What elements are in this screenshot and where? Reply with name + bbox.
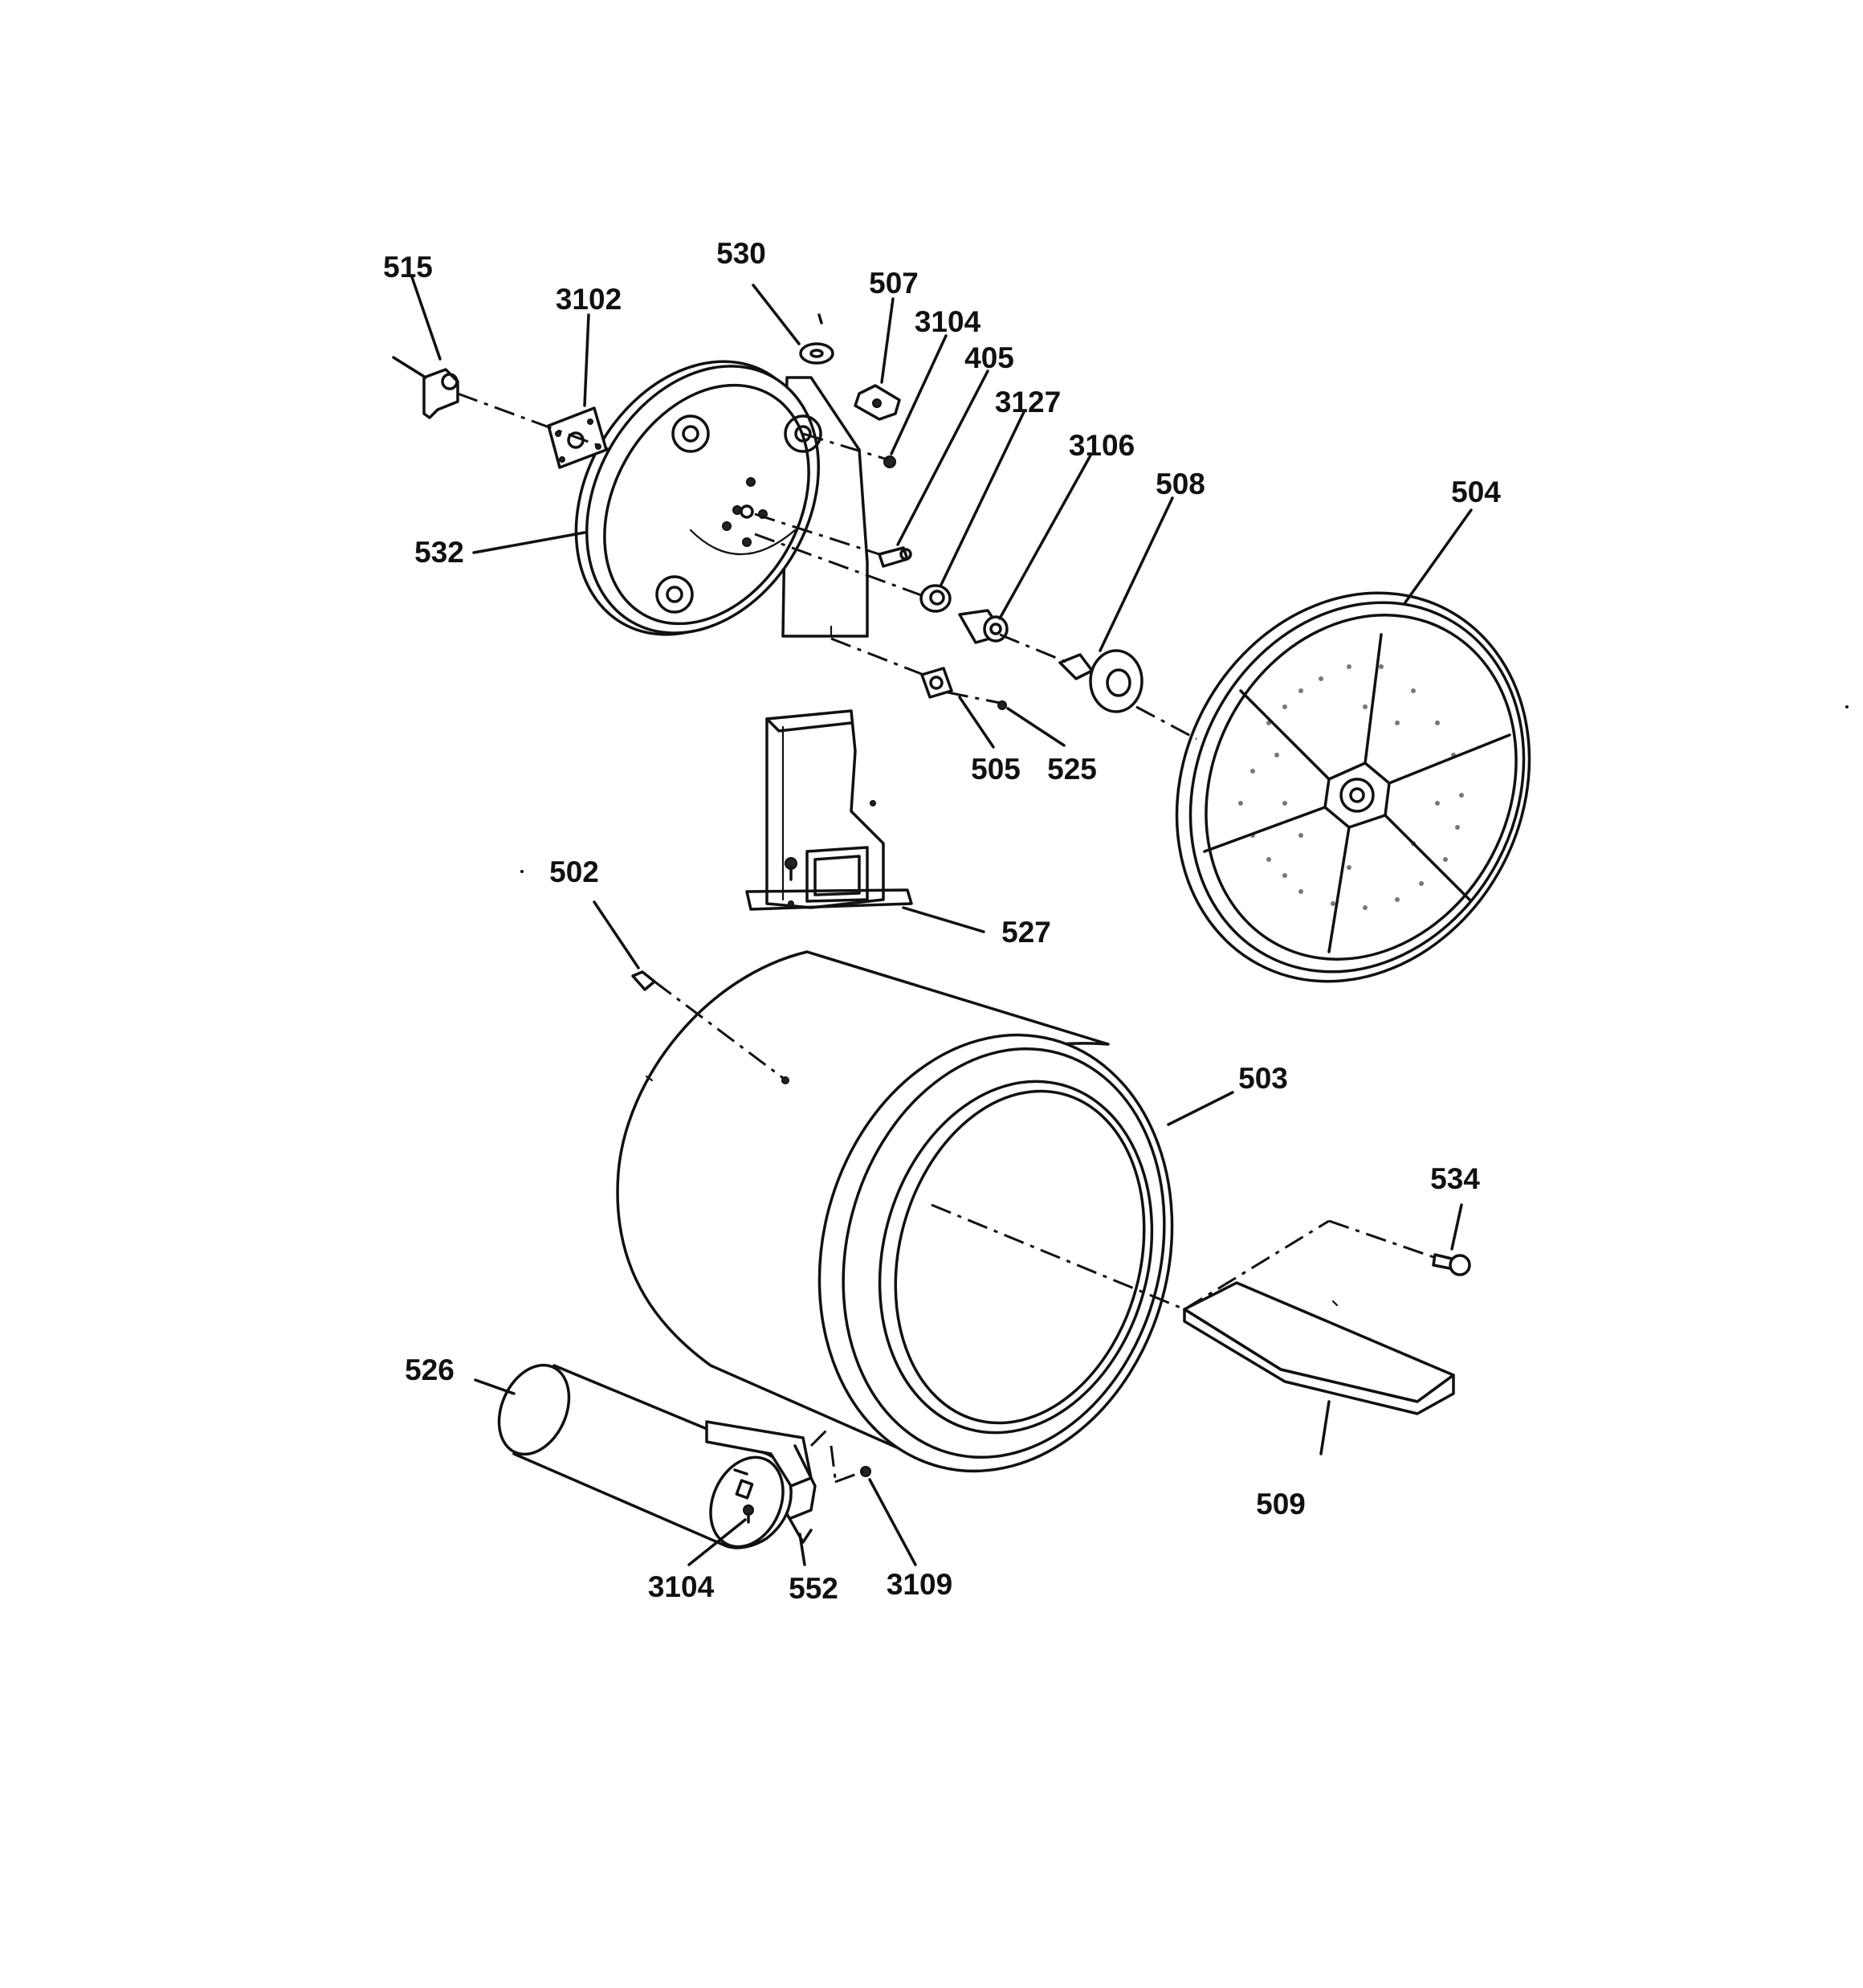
label-526: 526: [405, 1353, 455, 1386]
drum-part-503: [616, 950, 1174, 1473]
label-3102: 3102: [556, 283, 622, 316]
part-labels: 515 3102 530 507 3104 405 3127 3106 508 …: [383, 237, 1501, 1605]
label-532: 532: [414, 536, 464, 569]
label-503: 503: [1238, 1062, 1288, 1095]
rear-bulkhead-part-532: [574, 360, 869, 638]
label-552: 552: [789, 1572, 838, 1605]
shaft-part-3106: [958, 609, 1009, 644]
label-505: 505: [971, 753, 1021, 786]
label-3106: 3106: [1069, 429, 1135, 462]
label-527: 527: [1001, 916, 1051, 949]
label-515: 515: [383, 251, 433, 284]
screw-part-502: [631, 970, 656, 991]
label-525: 525: [1047, 753, 1097, 786]
label-3109: 3109: [887, 1568, 952, 1601]
label-530: 530: [716, 237, 766, 270]
label-3127: 3127: [995, 386, 1061, 418]
blower-duct-part-527: [745, 709, 913, 911]
assembly-lines: [457, 392, 1434, 1484]
cover-plate-part-530: [799, 313, 834, 365]
label-502: 502: [549, 855, 599, 888]
label-3104-upper: 3104: [915, 305, 981, 338]
bracket-part-515: [392, 356, 459, 419]
front-panel-part-509: [1183, 1281, 1455, 1415]
label-508: 508: [1156, 467, 1205, 500]
leader-lines: [410, 276, 1473, 1566]
label-405: 405: [964, 341, 1014, 374]
label-3104-lower: 3104: [648, 1570, 715, 1603]
hub-part-508: [1058, 649, 1143, 713]
clip-part-505: [920, 667, 953, 699]
bearing-part-3127: [919, 584, 952, 613]
screw-part-534: [1432, 1253, 1471, 1276]
label-534: 534: [1430, 1162, 1480, 1195]
label-509: 509: [1256, 1488, 1306, 1521]
screw-part-405: [878, 546, 912, 568]
screw-part-525: [997, 700, 1007, 710]
heater-assembly-part-526: [497, 1363, 871, 1549]
drum-rear-panel-part-504: [1175, 591, 1531, 983]
thermostat-part-507: [854, 384, 901, 421]
label-504: 504: [1451, 476, 1501, 508]
label-507: 507: [869, 267, 919, 300]
